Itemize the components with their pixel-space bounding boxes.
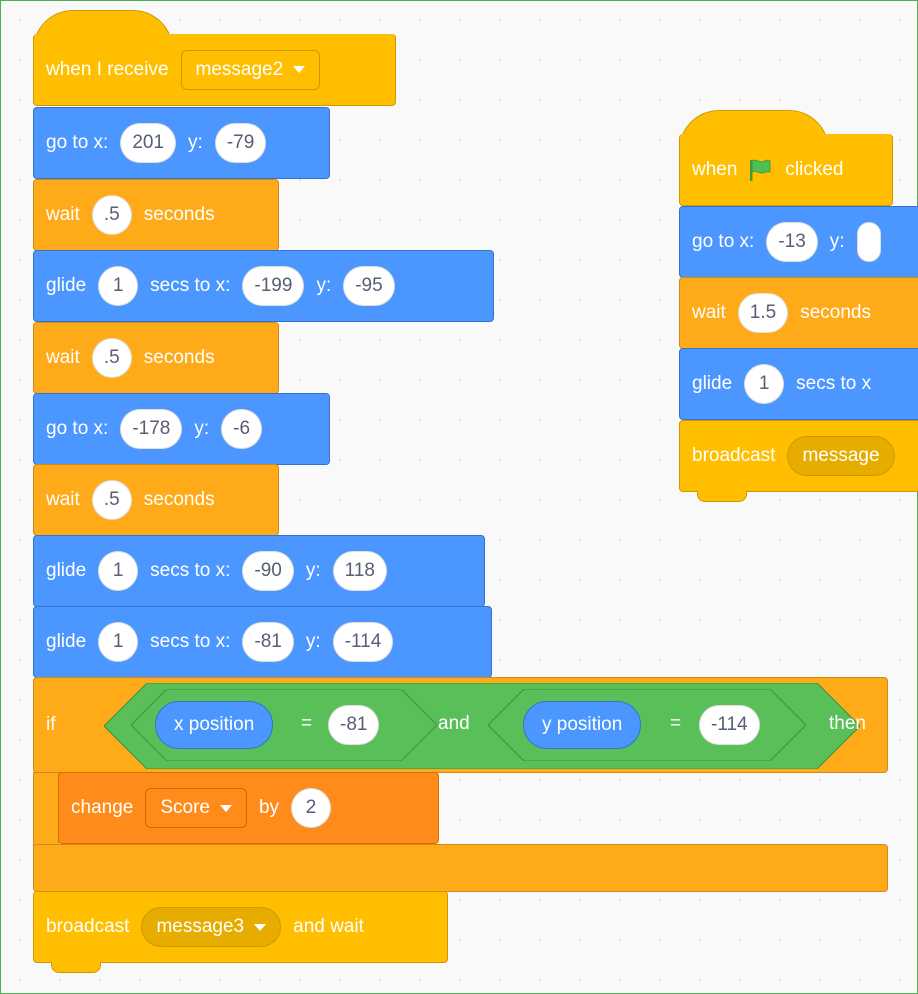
y-input[interactable]: -95 (343, 266, 395, 306)
broadcast-message-dropdown[interactable]: message3 (141, 907, 282, 947)
caret-down-icon (293, 66, 306, 73)
seconds-label: seconds (143, 489, 215, 510)
x-input[interactable]: -199 (242, 266, 305, 306)
y-position-reporter[interactable]: y position (523, 701, 642, 749)
glide-label: glide (46, 560, 87, 581)
x-input[interactable]: -90 (242, 551, 294, 591)
broadcast-and-wait-block[interactable]: broadcast message3 and wait (33, 891, 448, 963)
secs-to-x-label: secs to x: (150, 275, 231, 296)
broadcast-label: broadcast (692, 445, 776, 466)
caret-down-icon (219, 804, 232, 812)
wait-label: wait (46, 204, 80, 225)
y-input[interactable]: -114 (332, 622, 394, 662)
wait-label: wait (46, 489, 80, 510)
bottom-notch (51, 962, 101, 973)
broadcast-message-value: message (802, 445, 880, 466)
when-i-receive-block[interactable]: when I receive message2 (33, 34, 396, 106)
y-label: y: (829, 231, 845, 252)
variable-dropdown[interactable]: Score (145, 788, 247, 828)
glide-block[interactable]: glide 1 secs to x (679, 348, 918, 420)
wait-block[interactable]: wait .5 seconds (33, 322, 279, 394)
y-label: y: (305, 560, 321, 581)
wait-seconds-input[interactable]: .5 (91, 195, 132, 235)
x-input[interactable]: -13 (766, 222, 818, 262)
message-dropdown[interactable]: message2 (180, 49, 321, 90)
and-label: and (438, 713, 470, 734)
change-label: change (71, 797, 134, 818)
wait-seconds-input[interactable]: .5 (91, 480, 132, 520)
x-input[interactable]: 201 (120, 123, 177, 163)
when-flag-clicked-block[interactable]: when clicked (679, 134, 893, 206)
y-input[interactable]: -6 (221, 409, 263, 449)
glide-label: glide (46, 631, 87, 652)
broadcast-label: broadcast (46, 916, 130, 937)
wait-block[interactable]: wait .5 seconds (33, 464, 279, 536)
glide-label: glide (46, 275, 87, 296)
change-amount-input[interactable]: 2 (291, 788, 332, 828)
message-dropdown-value: message2 (195, 58, 284, 80)
glide-label: glide (692, 373, 733, 394)
wait-label: wait (46, 347, 80, 368)
go-to-xy-block[interactable]: go to x: 201 y: -79 (33, 107, 330, 179)
go-to-label: go to x: (692, 231, 755, 252)
y-compare-input[interactable]: -114 (699, 705, 760, 745)
y-input[interactable]: 118 (332, 551, 387, 591)
change-variable-block[interactable]: change Score by 2 (58, 772, 439, 844)
seconds-label: seconds (143, 204, 215, 225)
y-label: y: (194, 418, 210, 439)
clicked-label: clicked (785, 158, 844, 180)
variable-dropdown-value: Score (160, 797, 210, 818)
then-label: then (829, 713, 866, 734)
y-input[interactable]: -79 (214, 123, 267, 163)
broadcast-block[interactable]: broadcast message (679, 420, 918, 492)
glide-secs-input[interactable]: 1 (98, 266, 139, 306)
and-wait-label: and wait (293, 916, 364, 937)
bottom-notch (697, 491, 747, 502)
equals-label: = (670, 713, 682, 734)
when-i-receive-label: when I receive (46, 58, 169, 80)
go-to-label: go to x: (46, 132, 109, 153)
if-arm (33, 772, 59, 852)
caret-down-icon (254, 923, 267, 931)
secs-to-x-label: secs to x: (150, 631, 231, 652)
if-label: if (46, 714, 56, 735)
go-to-xy-block[interactable]: go to x: -13 y: (679, 206, 918, 278)
if-footer (33, 844, 888, 892)
glide-block[interactable]: glide 1 secs to x: -90 y: 118 (33, 535, 485, 607)
broadcast-message-value: message3 (156, 916, 245, 937)
go-to-label: go to x: (46, 418, 109, 439)
seconds-label: seconds (143, 347, 215, 368)
x-input[interactable]: -81 (242, 622, 294, 662)
secs-to-x-label: secs to x (796, 373, 872, 394)
wait-block[interactable]: wait .5 seconds (33, 179, 279, 251)
seconds-label: seconds (800, 302, 871, 323)
glide-secs-input[interactable]: 1 (98, 622, 139, 662)
x-position-reporter[interactable]: x position (155, 701, 274, 749)
y-label: y: (188, 132, 203, 153)
glide-secs-input[interactable]: 1 (744, 364, 785, 404)
when-label: when (692, 158, 738, 180)
y-label: y: (316, 275, 332, 296)
wait-seconds-input[interactable]: 1.5 (737, 293, 789, 333)
broadcast-message-dropdown[interactable]: message (787, 436, 895, 476)
equals-label: = (301, 713, 313, 734)
x-compare-input[interactable]: -81 (328, 705, 380, 745)
y-input[interactable] (856, 222, 881, 262)
green-flag-icon (750, 159, 771, 181)
go-to-xy-block[interactable]: go to x: -178 y: -6 (33, 393, 330, 465)
if-block[interactable]: if x position = -81 and y position = -11… (33, 677, 888, 892)
wait-seconds-input[interactable]: .5 (91, 338, 132, 378)
glide-block[interactable]: glide 1 secs to x: -199 y: -95 (33, 250, 494, 322)
wait-label: wait (692, 302, 726, 323)
glide-secs-input[interactable]: 1 (98, 551, 139, 591)
wait-block[interactable]: wait 1.5 seconds (679, 277, 918, 349)
by-label: by (258, 797, 280, 818)
secs-to-x-label: secs to x: (150, 560, 231, 581)
x-input[interactable]: -178 (120, 409, 183, 449)
y-label: y: (305, 631, 321, 652)
glide-block[interactable]: glide 1 secs to x: -81 y: -114 (33, 606, 492, 678)
